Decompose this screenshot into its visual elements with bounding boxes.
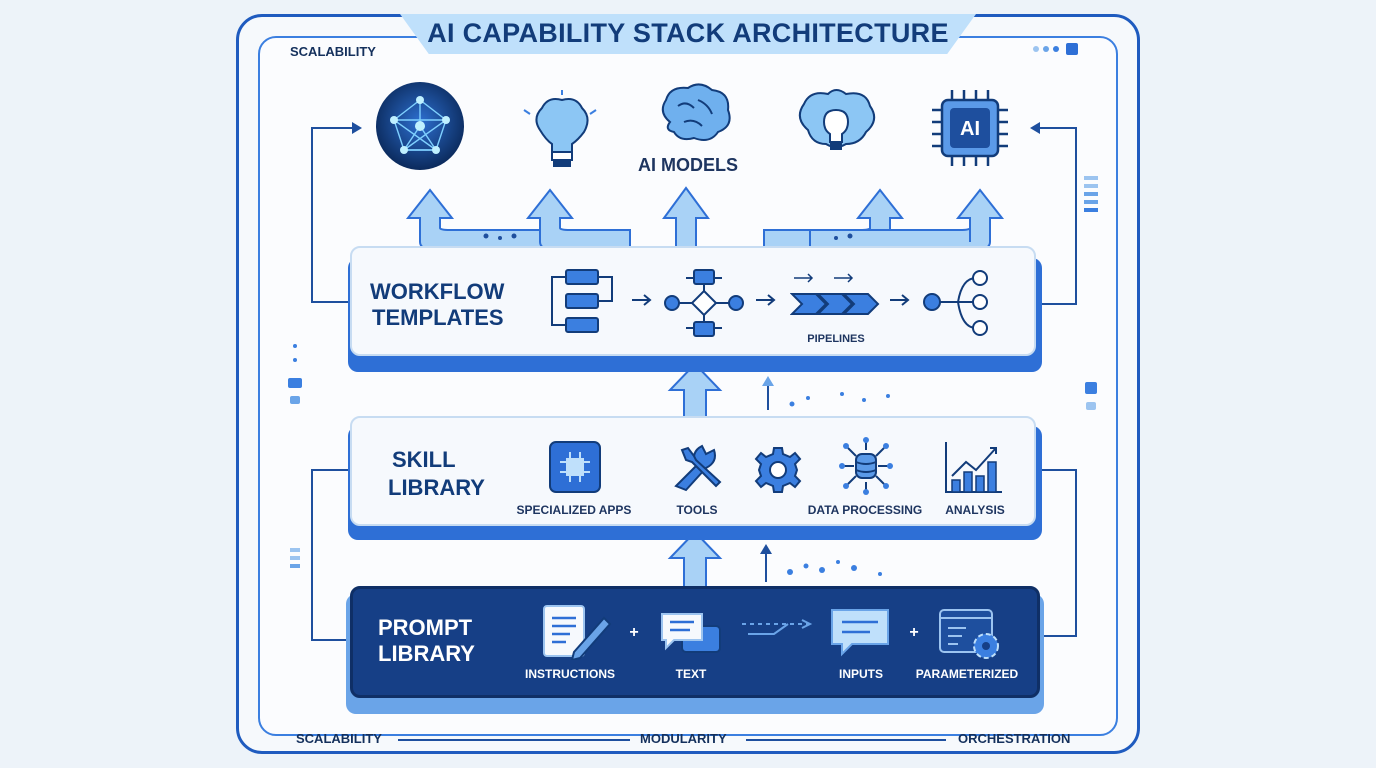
skill-title-line2: LIBRARY — [388, 475, 485, 500]
footer-orchestration: ORCHESTRATION — [958, 731, 1071, 746]
prompt-item-instructions: INSTRUCTIONS — [525, 667, 615, 681]
prompt-title-line2: LIBRARY — [378, 641, 475, 666]
instructions-document-icon — [543, 605, 612, 660]
prompt-item-text: TEXT — [675, 667, 707, 681]
parameterized-window-gear-icon — [939, 609, 999, 659]
skill-item-data-processing: DATA PROCESSING — [807, 503, 923, 517]
prompt-item-inputs: INPUTS — [838, 667, 883, 681]
right-markers-icon — [1084, 176, 1098, 410]
pipelines-label: PIPELINES — [807, 333, 865, 345]
footer-scalability: SCALABILITY — [296, 731, 382, 746]
prompt-title-line1: PROMPT — [378, 615, 473, 640]
footer-modularity: MODULARITY — [640, 731, 727, 746]
analysis-chart-icon — [945, 442, 1002, 493]
lightbulb-brain-icon — [798, 89, 876, 150]
workflow-title-line1: WORKFLOW — [370, 279, 505, 304]
flowchart-icon — [551, 269, 613, 333]
branch-icon — [923, 270, 988, 336]
inputs-chat-icon — [831, 609, 889, 657]
ai-chip-text: AI — [960, 118, 980, 140]
ai-chip-icon — [932, 90, 1008, 166]
text-chat-icon — [661, 613, 721, 653]
database-icon — [839, 437, 893, 495]
prompt-item-parameterized: PARAMETERIZED — [915, 667, 1019, 681]
specialized-apps-icon — [549, 441, 601, 493]
status-dots-icon — [1033, 43, 1078, 55]
gear-icon — [754, 447, 802, 493]
skill-item-tools: TOOLS — [676, 503, 718, 517]
left-markers-icon — [288, 344, 302, 568]
pipeline-chevrons-icon — [790, 273, 880, 315]
workflow-layer — [350, 246, 1036, 356]
arrow-right-icon — [632, 294, 652, 306]
brain-icon — [661, 83, 731, 141]
arrow-right-icon — [890, 294, 910, 306]
brain-lightbulb-icon — [523, 90, 597, 167]
layer-arrows — [667, 362, 723, 591]
corner-label-scalability: SCALABILITY — [290, 44, 376, 59]
arrow-right-icon — [756, 294, 776, 306]
skill-title-line1: SKILL — [392, 447, 456, 472]
tools-icon — [674, 444, 722, 492]
decision-flow-icon — [664, 269, 744, 337]
prompt-plus-2: + — [909, 624, 919, 641]
skill-item-analysis: ANALYSIS — [945, 503, 1005, 517]
prompt-plus-1: + — [629, 624, 639, 641]
dashed-arrow-icon — [742, 619, 813, 635]
page-title: AI CAPABILITY STACK ARCHITECTURE — [427, 18, 949, 48]
workflow-title-line2: TEMPLATES — [372, 305, 504, 330]
ai-models-label: AI MODELS — [637, 155, 738, 175]
skill-item-specialized-apps: SPECIALIZED APPS — [516, 503, 632, 517]
neural-network-icon — [376, 82, 464, 170]
title-banner — [400, 14, 976, 54]
